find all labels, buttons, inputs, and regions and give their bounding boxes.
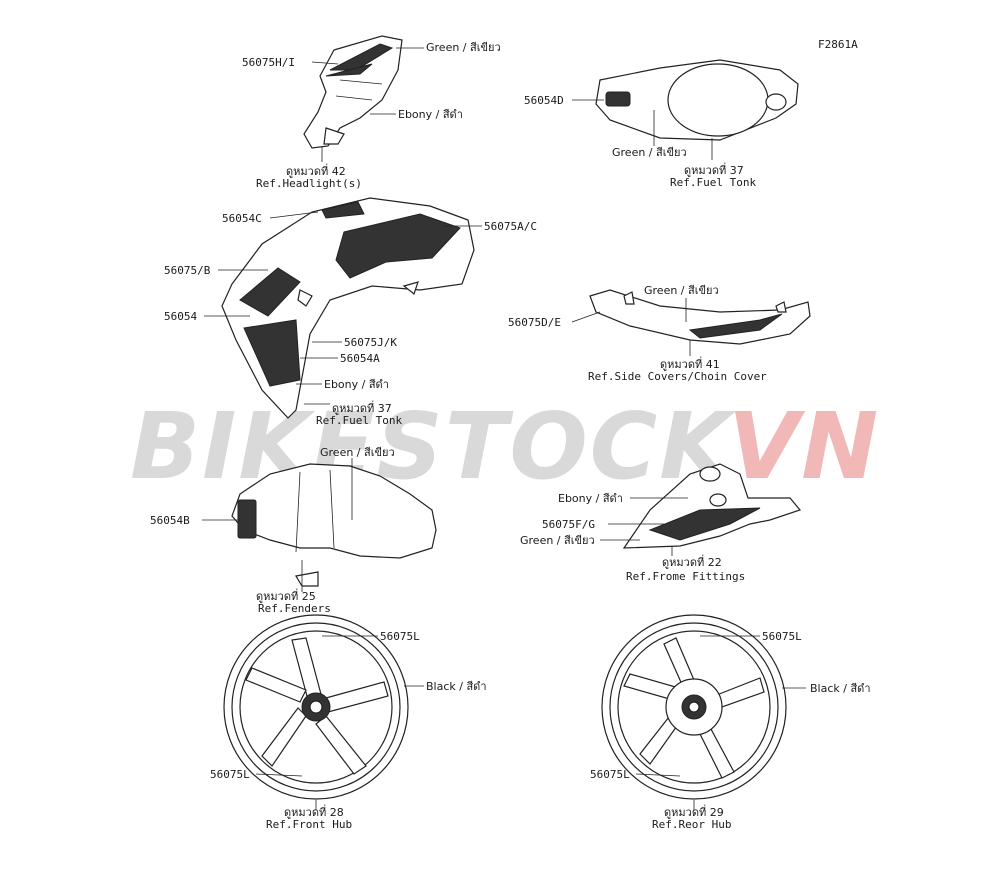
part-number-56054D: 56054D (524, 94, 564, 107)
part-number-56075DE: 56075D/E (508, 316, 561, 329)
color-label-frame-green: Green / สีเขียว (520, 534, 595, 547)
ref-th-front-hub: ดูหมวดที่ 28 (284, 804, 344, 819)
ref-en-headlight: Ref.Headlight(s) (256, 177, 362, 190)
part-number-front-56075L-bottom: 56075L (210, 768, 250, 781)
part-number-rear-56075L-bottom: 56075L (590, 768, 630, 781)
fuel-tank-side-part (221, 197, 475, 419)
part-number-56054: 56054 (164, 310, 197, 323)
leader-front-56075L-bottom (255, 773, 303, 777)
color-label-tank-side-ebony: Ebony / สีดำ (324, 378, 389, 391)
ref-en-side-cover: Ref.Side Covers/Choin Cover (588, 370, 767, 383)
ref-th-rear-hub: ดูหมวดที่ 29 (664, 804, 724, 819)
watermark-text-1: BIKESTOCK (130, 393, 736, 500)
rear-wheel-part (601, 614, 787, 800)
headlight-cowl-part (303, 35, 403, 149)
color-label-front-black: Black / สีดำ (426, 680, 487, 693)
part-number-56075AC: 56075A/C (484, 220, 537, 233)
leader-56075HI (311, 61, 339, 65)
front-wheel-part (223, 614, 409, 800)
color-label-frame-ebony: Ebony / สีดำ (558, 492, 623, 505)
color-label-headlight-green: Green / สีเขียว (426, 41, 501, 54)
frame-fitting-part (622, 463, 802, 549)
part-number-56075JK: 56075J/K (344, 336, 397, 349)
part-number-56054A: 56054A (340, 352, 380, 365)
part-number-56075B: 56075/B (164, 264, 211, 277)
watermark: BIKESTOCK VN (130, 393, 880, 500)
ref-en-fender: Ref.Fenders (258, 602, 331, 615)
side-cover-part (589, 289, 811, 345)
watermark-text-2: VN (728, 393, 880, 500)
color-label-fender-green: Green / สีเขียว (320, 446, 395, 459)
leader-56075DE (571, 311, 601, 323)
front-fender-part (231, 463, 437, 587)
part-number-56075FG: 56075F/G (542, 518, 595, 531)
part-number-56075HI: 56075H/I (242, 56, 295, 69)
ref-th-frame: ดูหมวดที่ 22 (662, 554, 722, 569)
ref-en-rear-hub: Ref.Reor Hub (652, 818, 731, 831)
leader-rear-56075L-bottom (635, 773, 681, 777)
color-label-side-cover-green: Green / สีเขียว (644, 284, 719, 297)
color-label-headlight-ebony: Ebony / สีดำ (398, 108, 463, 121)
part-number-rear-56075L-top: 56075L (762, 630, 802, 643)
color-label-tank-top-green: Green / สีเขียว (612, 146, 687, 159)
part-number-56054C: 56054C (222, 212, 262, 225)
leader-56054C (269, 211, 319, 219)
figure-code: F2861A (818, 38, 858, 51)
ref-en-front-hub: Ref.Front Hub (266, 818, 352, 831)
ref-th-side-cover: ดูหมวดที่ 41 (660, 356, 720, 371)
color-label-rear-black: Black / สีดำ (810, 682, 871, 695)
ref-en-tank-side: Ref.Fuel Tonk (316, 414, 402, 427)
ref-th-headlight: ดูหมวดที่ 42 (286, 163, 346, 178)
ref-en-tank-top: Ref.Fuel Tonk (670, 176, 756, 189)
fuel-tank-top-part (595, 59, 799, 141)
ref-th-tank-side: ดูหมวดที่ 37 (332, 400, 392, 415)
part-number-56054B: 56054B (150, 514, 190, 527)
ref-th-tank-top: ดูหมวดที่ 37 (684, 162, 744, 177)
ref-en-frame: Ref.Frome Fittings (626, 570, 745, 583)
ref-th-fender: ดูหมวดที่ 25 (256, 588, 316, 603)
part-number-front-56075L-top: 56075L (380, 630, 420, 643)
